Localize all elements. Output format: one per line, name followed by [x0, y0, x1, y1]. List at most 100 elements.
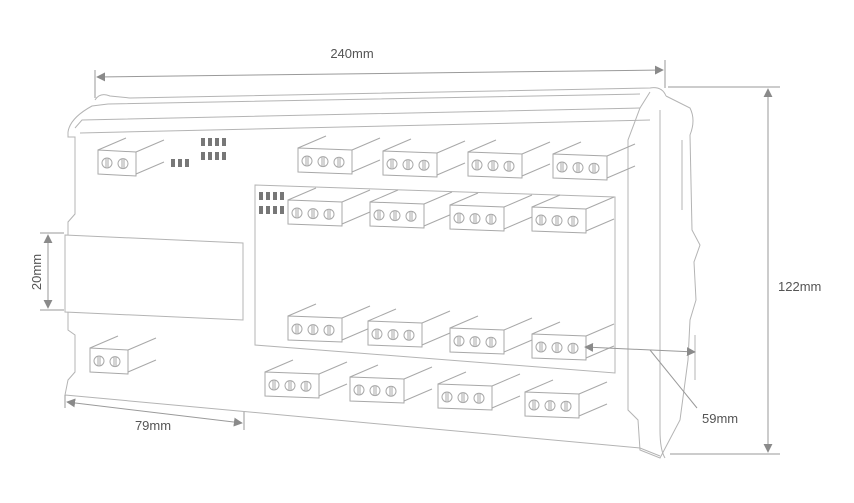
screw-icon	[291, 207, 303, 219]
terminal-block	[449, 315, 533, 355]
screw-icon	[567, 342, 579, 354]
screw-icon	[528, 399, 540, 411]
screw-icon	[473, 392, 485, 404]
terminal-block	[369, 189, 453, 229]
led-icon	[215, 152, 219, 160]
width-label: 240mm	[330, 46, 373, 61]
dimension-depth: 59mm	[584, 342, 738, 426]
terminal-block	[97, 137, 165, 177]
led-icon	[201, 152, 205, 160]
led-icon	[201, 138, 205, 146]
led-icon	[208, 152, 212, 160]
screw-icon	[567, 215, 579, 227]
screw-icon	[405, 210, 417, 222]
screw-icon	[485, 336, 497, 348]
screw-icon	[268, 379, 280, 391]
terminal-block	[449, 192, 533, 232]
terminal-block	[287, 303, 371, 343]
led-icon	[222, 138, 226, 146]
terminal-block	[437, 371, 521, 411]
led-icon	[273, 192, 277, 200]
screw-icon	[471, 159, 483, 171]
screw-icon	[535, 341, 547, 353]
screw-icon	[441, 391, 453, 403]
screw-icon	[117, 158, 129, 170]
screw-icon	[551, 215, 563, 227]
led-icon	[171, 159, 175, 167]
screw-icon	[300, 380, 312, 392]
screw-icon	[453, 212, 465, 224]
terminal-blocks	[89, 135, 636, 419]
terminal-block	[297, 135, 381, 175]
led-indicators	[171, 138, 284, 214]
led-icon	[259, 192, 263, 200]
screw-icon	[551, 342, 563, 354]
led-icon	[215, 138, 219, 146]
screw-icon	[418, 159, 430, 171]
dimension-label-width: 79mm	[64, 395, 245, 433]
screw-icon	[323, 208, 335, 220]
label-area	[64, 234, 244, 321]
terminal-block	[264, 359, 348, 399]
screw-icon	[93, 355, 105, 367]
screw-icon	[301, 155, 313, 167]
screw-icon	[387, 329, 399, 341]
label-width-label: 79mm	[135, 418, 171, 433]
screw-icon	[109, 356, 121, 368]
screw-icon	[371, 328, 383, 340]
led-icon	[266, 192, 270, 200]
screw-icon	[353, 384, 365, 396]
screw-icon	[487, 160, 499, 172]
screw-icon	[469, 336, 481, 348]
dimension-height: 122mm	[668, 86, 821, 455]
screw-icon	[588, 162, 600, 174]
screw-icon	[556, 161, 568, 173]
screw-icon	[333, 156, 345, 168]
led-icon	[259, 206, 263, 214]
screw-icon	[369, 385, 381, 397]
screw-icon	[284, 380, 296, 392]
screw-icon	[403, 329, 415, 341]
screw-icon	[469, 213, 481, 225]
label-height-label: 20mm	[29, 254, 44, 290]
screw-icon	[402, 159, 414, 171]
led-icon	[280, 206, 284, 214]
screw-icon	[307, 208, 319, 220]
led-icon	[222, 152, 226, 160]
dimension-width: 240mm	[94, 46, 666, 98]
terminal-block	[531, 194, 615, 234]
terminal-block	[382, 138, 466, 178]
screw-icon	[317, 156, 329, 168]
screw-icon	[101, 157, 113, 169]
led-icon	[208, 138, 212, 146]
device-housing	[64, 87, 701, 459]
screw-icon	[389, 210, 401, 222]
led-icon	[266, 206, 270, 214]
screw-icon	[373, 209, 385, 221]
led-icon	[185, 159, 189, 167]
led-icon	[178, 159, 182, 167]
screw-icon	[572, 162, 584, 174]
led-icon	[273, 206, 277, 214]
terminal-block	[531, 321, 615, 361]
screw-icon	[544, 400, 556, 412]
screw-icon	[323, 324, 335, 336]
screw-icon	[307, 324, 319, 336]
terminal-block	[524, 379, 608, 419]
screw-icon	[291, 323, 303, 335]
depth-label: 59mm	[702, 411, 738, 426]
dimension-label-height: 20mm	[29, 232, 64, 311]
screw-icon	[485, 213, 497, 225]
terminal-block	[89, 335, 157, 375]
screw-icon	[560, 400, 572, 412]
terminal-block	[467, 139, 551, 179]
led-icon	[280, 192, 284, 200]
screw-icon	[457, 392, 469, 404]
inner-panel	[254, 184, 616, 374]
terminal-block	[287, 187, 371, 227]
screw-icon	[453, 335, 465, 347]
terminal-block	[367, 308, 451, 348]
height-label: 122mm	[778, 279, 821, 294]
screw-icon	[385, 385, 397, 397]
